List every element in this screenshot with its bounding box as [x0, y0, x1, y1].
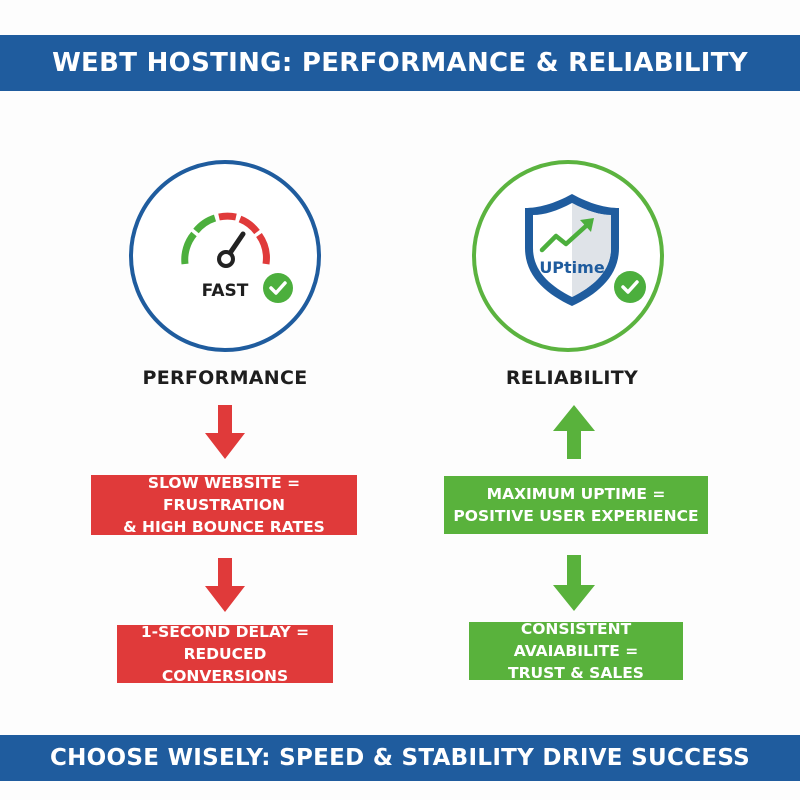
delay-box: 1-SECOND DELAY = REDUCED CONVERSIONS: [117, 623, 333, 685]
down-arrow-icon: [205, 405, 245, 459]
delay-line1: 1-SECOND DELAY = REDUCED: [140, 623, 310, 663]
delay-line2: CONVERSIONS: [161, 667, 289, 685]
speedometer-icon: [181, 212, 270, 268]
availability-line1: CONSISTENT AVAIABILITE =: [513, 620, 639, 660]
footer-banner: CHOOSE WISELY: SPEED & STABILITY DRIVE S…: [0, 735, 800, 781]
reliability-heading: RELIABILITY: [505, 367, 639, 389]
check-badge-icon: [614, 271, 646, 303]
slow-website-line1: SLOW WEBSITE = FRUSTRATION: [147, 474, 301, 514]
down-arrow-icon: [205, 558, 245, 612]
speed-label: FAST: [201, 281, 249, 301]
slow-website-box: SLOW WEBSITE = FRUSTRATION & HIGH BOUNCE…: [91, 474, 357, 536]
performance-heading: PERFORMANCE: [142, 367, 308, 389]
down-arrow-icon: [553, 555, 595, 611]
shield-uptime-icon: [525, 194, 619, 306]
uptime-label: UPtime: [539, 258, 605, 277]
footer-text: CHOOSE WISELY: SPEED & STABILITY DRIVE S…: [49, 745, 751, 771]
slow-website-line2: & HIGH BOUNCE RATES: [123, 518, 325, 536]
page-title: WEBT HOSTING: PERFORMANCE & RELIABILITY: [52, 48, 748, 78]
header-banner: WEBT HOSTING: PERFORMANCE & RELIABILITY: [0, 35, 800, 91]
availability-box: CONSISTENT AVAIABILITE = TRUST & SALES: [469, 620, 683, 682]
max-uptime-box: MAXIMUM UPTIME = POSITIVE USER EXPERIENC…: [444, 476, 708, 534]
up-arrow-icon: [553, 405, 595, 459]
availability-line2: TRUST & SALES: [508, 664, 644, 682]
max-uptime-line1: MAXIMUM UPTIME =: [486, 485, 666, 503]
max-uptime-line2: POSITIVE USER EXPERIENCE: [453, 507, 699, 525]
check-badge-icon: [263, 273, 293, 303]
performance-circle: [129, 160, 321, 352]
